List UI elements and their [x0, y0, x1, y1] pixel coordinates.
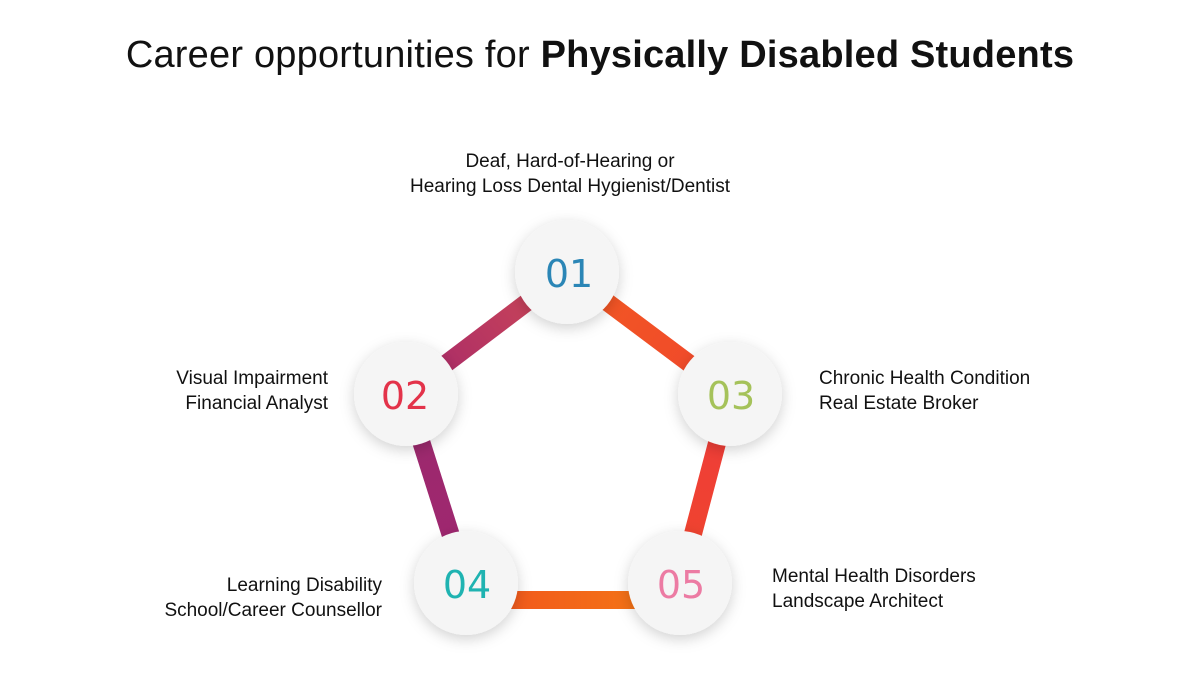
label-01: Deaf, Hard-of-Hearing or Hearing Loss De… — [370, 149, 770, 199]
label-01-line-2: Hearing Loss Dental Hygienist/Dentist — [410, 176, 730, 197]
label-04-line-1: Learning Disability — [226, 575, 382, 596]
node-04-number: 04 — [443, 563, 491, 607]
label-02-line-2: Financial Analyst — [185, 393, 328, 414]
node-01: 01 — [515, 220, 619, 324]
node-01-circle — [515, 220, 619, 324]
node-01-number: 01 — [545, 252, 593, 296]
label-05-line-1: Mental Health Disorders — [772, 566, 976, 587]
label-03: Chronic Health Condition Real Estate Bro… — [819, 366, 1149, 416]
node-04: 04 — [414, 531, 518, 635]
label-01-line-1: Deaf, Hard-of-Hearing or — [465, 151, 675, 172]
label-03-line-1: Chronic Health Condition — [819, 368, 1031, 389]
node-02: 02 — [354, 342, 458, 446]
node-03-number: 03 — [707, 374, 755, 418]
node-05-circle — [628, 531, 732, 635]
node-03: 03 — [678, 342, 782, 446]
label-03-line-2: Real Estate Broker — [819, 393, 979, 414]
node-02-circle — [354, 342, 458, 446]
node-05-number: 05 — [657, 563, 705, 607]
node-03-circle — [678, 342, 782, 446]
label-02-line-1: Visual Impairment — [176, 368, 328, 389]
label-05-line-2: Landscape Architect — [772, 591, 944, 612]
label-02: Visual Impairment Financial Analyst — [78, 366, 328, 416]
node-02-number: 02 — [381, 374, 429, 418]
title-bold: Physically Disabled Students — [540, 34, 1075, 76]
label-05: Mental Health Disorders Landscape Archit… — [772, 564, 1102, 614]
page-title: Career opportunities for Physically Disa… — [0, 34, 1200, 77]
node-05: 05 — [628, 531, 732, 635]
label-04: Learning Disability School/Career Counse… — [80, 573, 382, 623]
title-light: Career opportunities for — [125, 34, 541, 76]
node-04-circle — [414, 531, 518, 635]
label-04-line-2: School/Career Counsellor — [164, 600, 382, 621]
